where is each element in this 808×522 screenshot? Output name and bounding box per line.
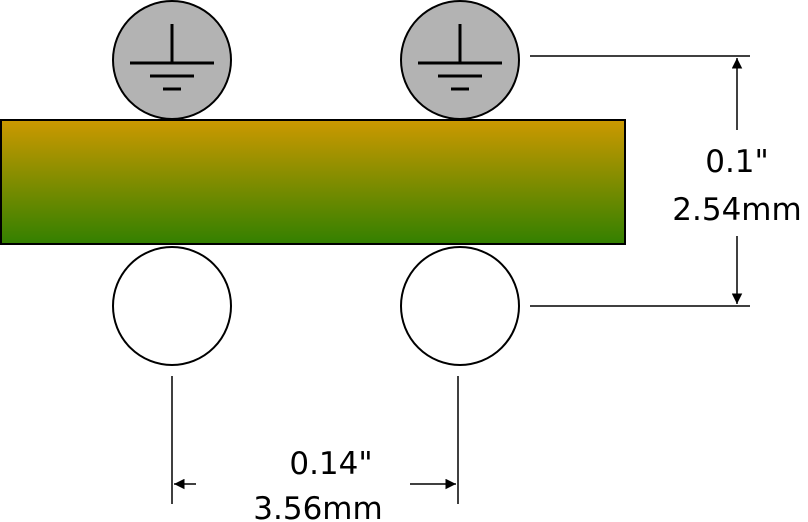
ground-pad-left (112, 0, 232, 120)
vertical-dimension (530, 55, 750, 307)
horizontal-dimension-metric: 3.56mm (253, 491, 382, 522)
ground-symbol-icon (418, 24, 502, 91)
ground-pad-right (400, 0, 520, 120)
horizontal-dimension-imperial: 0.14" (289, 446, 372, 482)
pcb-board (0, 119, 626, 245)
ground-symbol-icon (130, 24, 214, 91)
horizontal-dimension (171, 376, 459, 504)
open-pad-right (400, 246, 520, 366)
open-pad-left (112, 246, 232, 366)
vertical-dimension-metric: 2.54mm (672, 192, 801, 228)
vertical-dimension-imperial: 0.1" (705, 144, 769, 180)
